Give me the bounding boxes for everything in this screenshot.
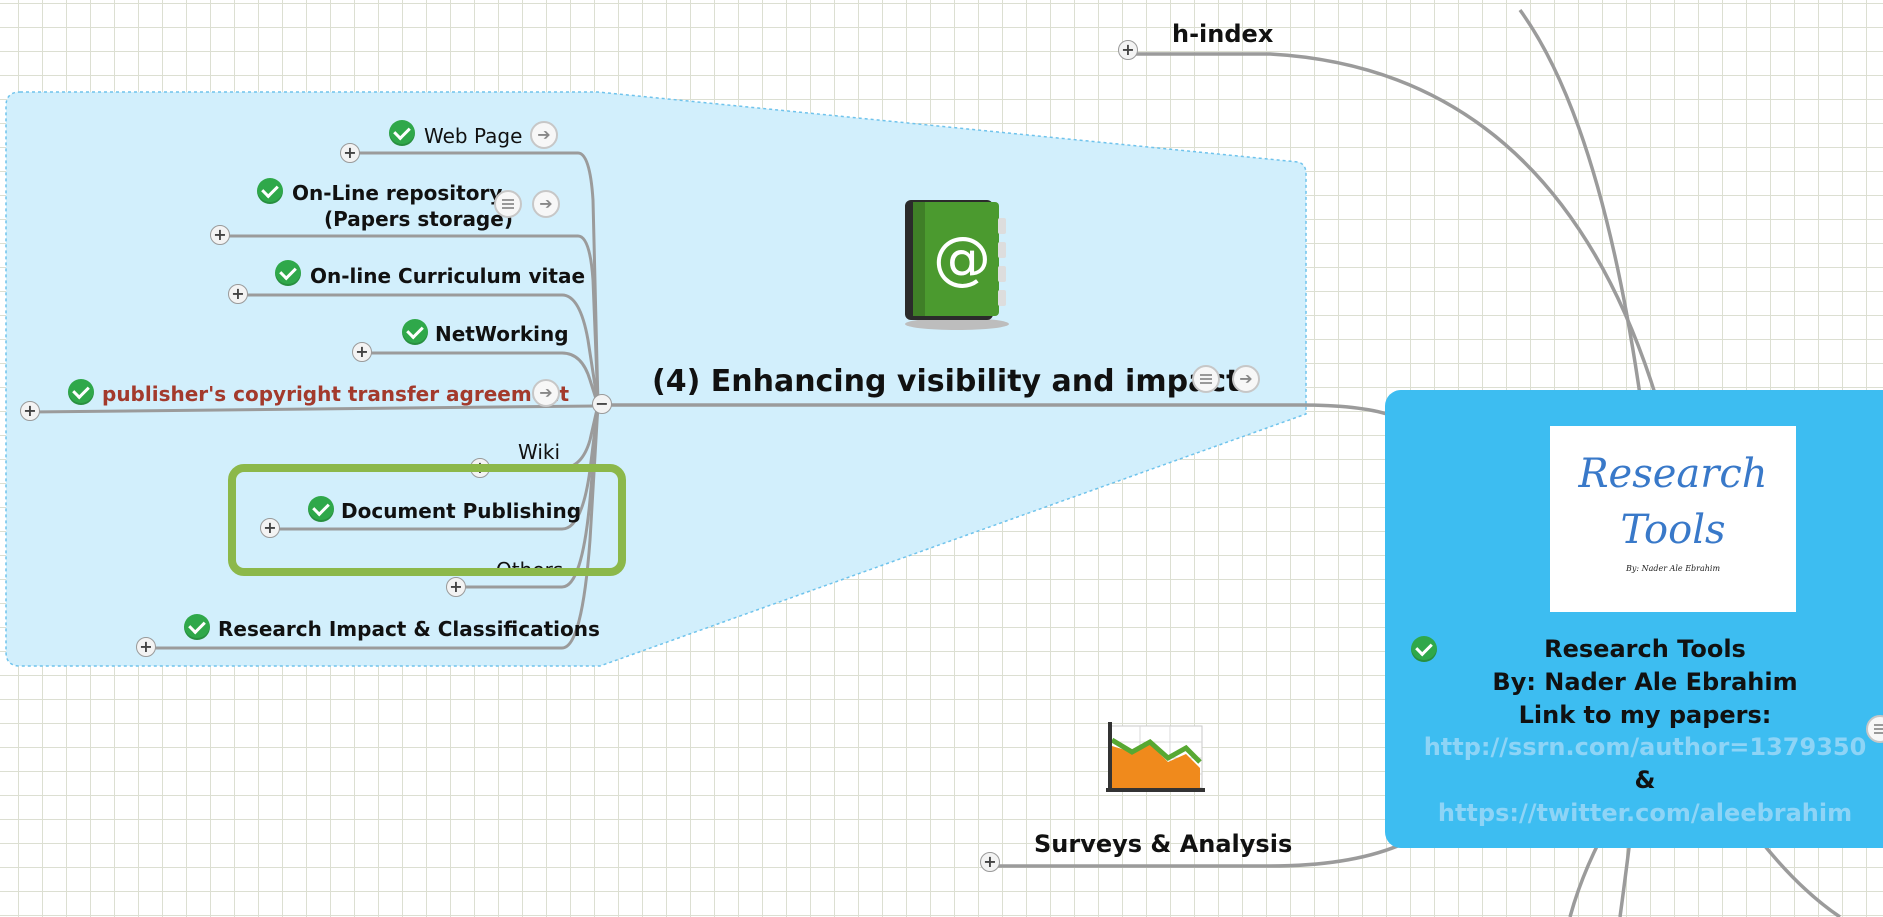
main-topic-collapse-icon[interactable]: − [592,394,612,414]
central-check-icon [1411,636,1437,662]
main-topic-label[interactable]: (4) Enhancing visibility and impact [652,364,1241,399]
online-repository-arrow-right-icon[interactable]: ➔ [532,190,560,218]
subtopic-online-repository-line2[interactable]: (Papers storage) [324,207,513,231]
address-book-icon: @ [905,200,1009,330]
online-cv-expand-icon[interactable]: + [228,284,248,304]
web-page-arrow-right-icon[interactable]: ➔ [530,121,558,149]
subtopic-online-cv[interactable]: On-line Curriculum vitae [310,264,586,288]
main-topic-notes-icon[interactable] [1192,365,1220,393]
main-topic-arrow-right-icon[interactable]: ➔ [1232,365,1260,393]
central-line2: By: Nader Ale Ebrahim [1492,668,1798,696]
connector-bottom-3 [1758,838,1841,917]
branch-connectors [29,151,600,650]
central-ampersand: & [1634,766,1656,794]
svg-text:@: @ [933,224,991,292]
topic-h-index[interactable]: h-index [1172,20,1274,48]
check-icon [389,120,415,146]
subtopic-research-impact[interactable]: Research Impact & Classifications [218,617,600,641]
central-link-ssrn[interactable]: http://ssrn.com/author=1379350 [1423,733,1867,761]
subtopic-copyright[interactable]: publisher's copyright transfer agreement [102,382,570,406]
area-chart-icon [1106,722,1205,792]
online-repository-expand-icon[interactable]: + [210,225,230,245]
central-line1: Research Tools [1544,635,1746,663]
check-icon [275,260,301,286]
subtopic-document-publishing[interactable]: Document Publishing [341,499,582,523]
highlight-box [228,464,626,576]
subtopic-wiki[interactable]: Wiki [518,440,561,464]
central-topic-image: Research Tools By: Nader Ale Ebrahim [1550,426,1796,612]
central-link-twitter[interactable]: https://twitter.com/aleebrahim [1437,799,1853,827]
check-icon [308,496,334,522]
h-index-expand-icon[interactable]: + [1118,40,1138,60]
others-expand-icon[interactable]: + [446,577,466,597]
subtopic-web-page[interactable]: Web Page [424,124,523,148]
copyright-expand-icon[interactable]: + [20,401,40,421]
document-publishing-expand-icon[interactable]: + [260,518,280,538]
check-icon [184,614,210,640]
connector-top-right [1518,8,1642,396]
networking-expand-icon[interactable]: + [352,342,372,362]
check-icon [257,178,283,204]
subtopic-online-repository-line1[interactable]: On-Line repository [292,181,503,205]
connector-bottom-2 [1618,839,1632,917]
central-notes-icon[interactable] [1866,715,1883,743]
web-page-expand-icon[interactable]: + [340,143,360,163]
connector-surveys [985,843,1401,868]
check-icon [402,319,428,345]
topic-surveys[interactable]: Surveys & Analysis [1034,830,1293,858]
connector-bottom-1 [1568,839,1602,917]
connector-main-topic [600,403,1391,417]
central-image-title-line2: Tools [1620,507,1726,553]
check-icon [68,379,94,405]
copyright-arrow-right-icon[interactable]: ➔ [532,379,560,407]
online-repository-notes-icon[interactable] [494,190,522,218]
central-image-byline: By: Nader Ale Ebrahim [1625,564,1721,573]
central-image-title-line1: Research [1578,451,1768,497]
central-line3: Link to my papers: [1518,701,1772,729]
subtopic-networking[interactable]: NetWorking [435,322,569,346]
surveys-expand-icon[interactable]: + [980,852,1000,872]
research-impact-expand-icon[interactable]: + [136,637,156,657]
connectors [600,8,1841,917]
